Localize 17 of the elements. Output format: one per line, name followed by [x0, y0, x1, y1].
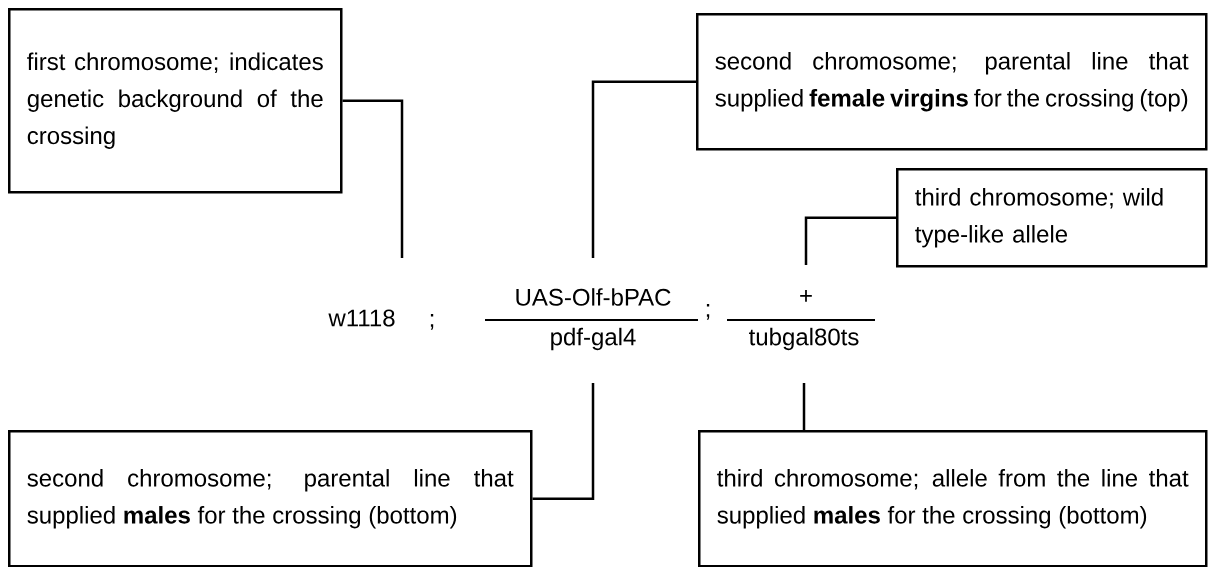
leader-line — [532, 383, 595, 500]
leader-line — [802, 383, 806, 430]
leader-line — [591, 80, 696, 258]
annotation-box: first chromosome; indicates genetic background of the crossing — [8, 8, 343, 194]
semicolon: ; — [706, 304, 710, 320]
leader-line — [804, 216, 896, 265]
genotype-symbol: tubgal80ts — [749, 327, 859, 351]
annotation-box: second chromosome; parental line that supplied female virgins for the crossing (top) — [696, 13, 1208, 151]
leader-line — [342, 99, 404, 258]
annotation-box: third chromosome; wild type-like allele — [896, 168, 1208, 268]
semicolon: ; — [430, 314, 434, 330]
annotation-box: third chromosome; allele from the line that supplied males for the crossing (bottom) — [698, 430, 1208, 567]
genotype-symbol: + — [800, 290, 812, 302]
annotation-box: second chromosome; parental line that supplied males for the crossing (bottom) — [8, 430, 533, 567]
genotype-symbol: UAS-Olf-bPAC — [516, 288, 671, 306]
genotype-symbol: w1118 — [328, 309, 395, 327]
genotype-symbol: pdf-gal4 — [551, 327, 636, 351]
